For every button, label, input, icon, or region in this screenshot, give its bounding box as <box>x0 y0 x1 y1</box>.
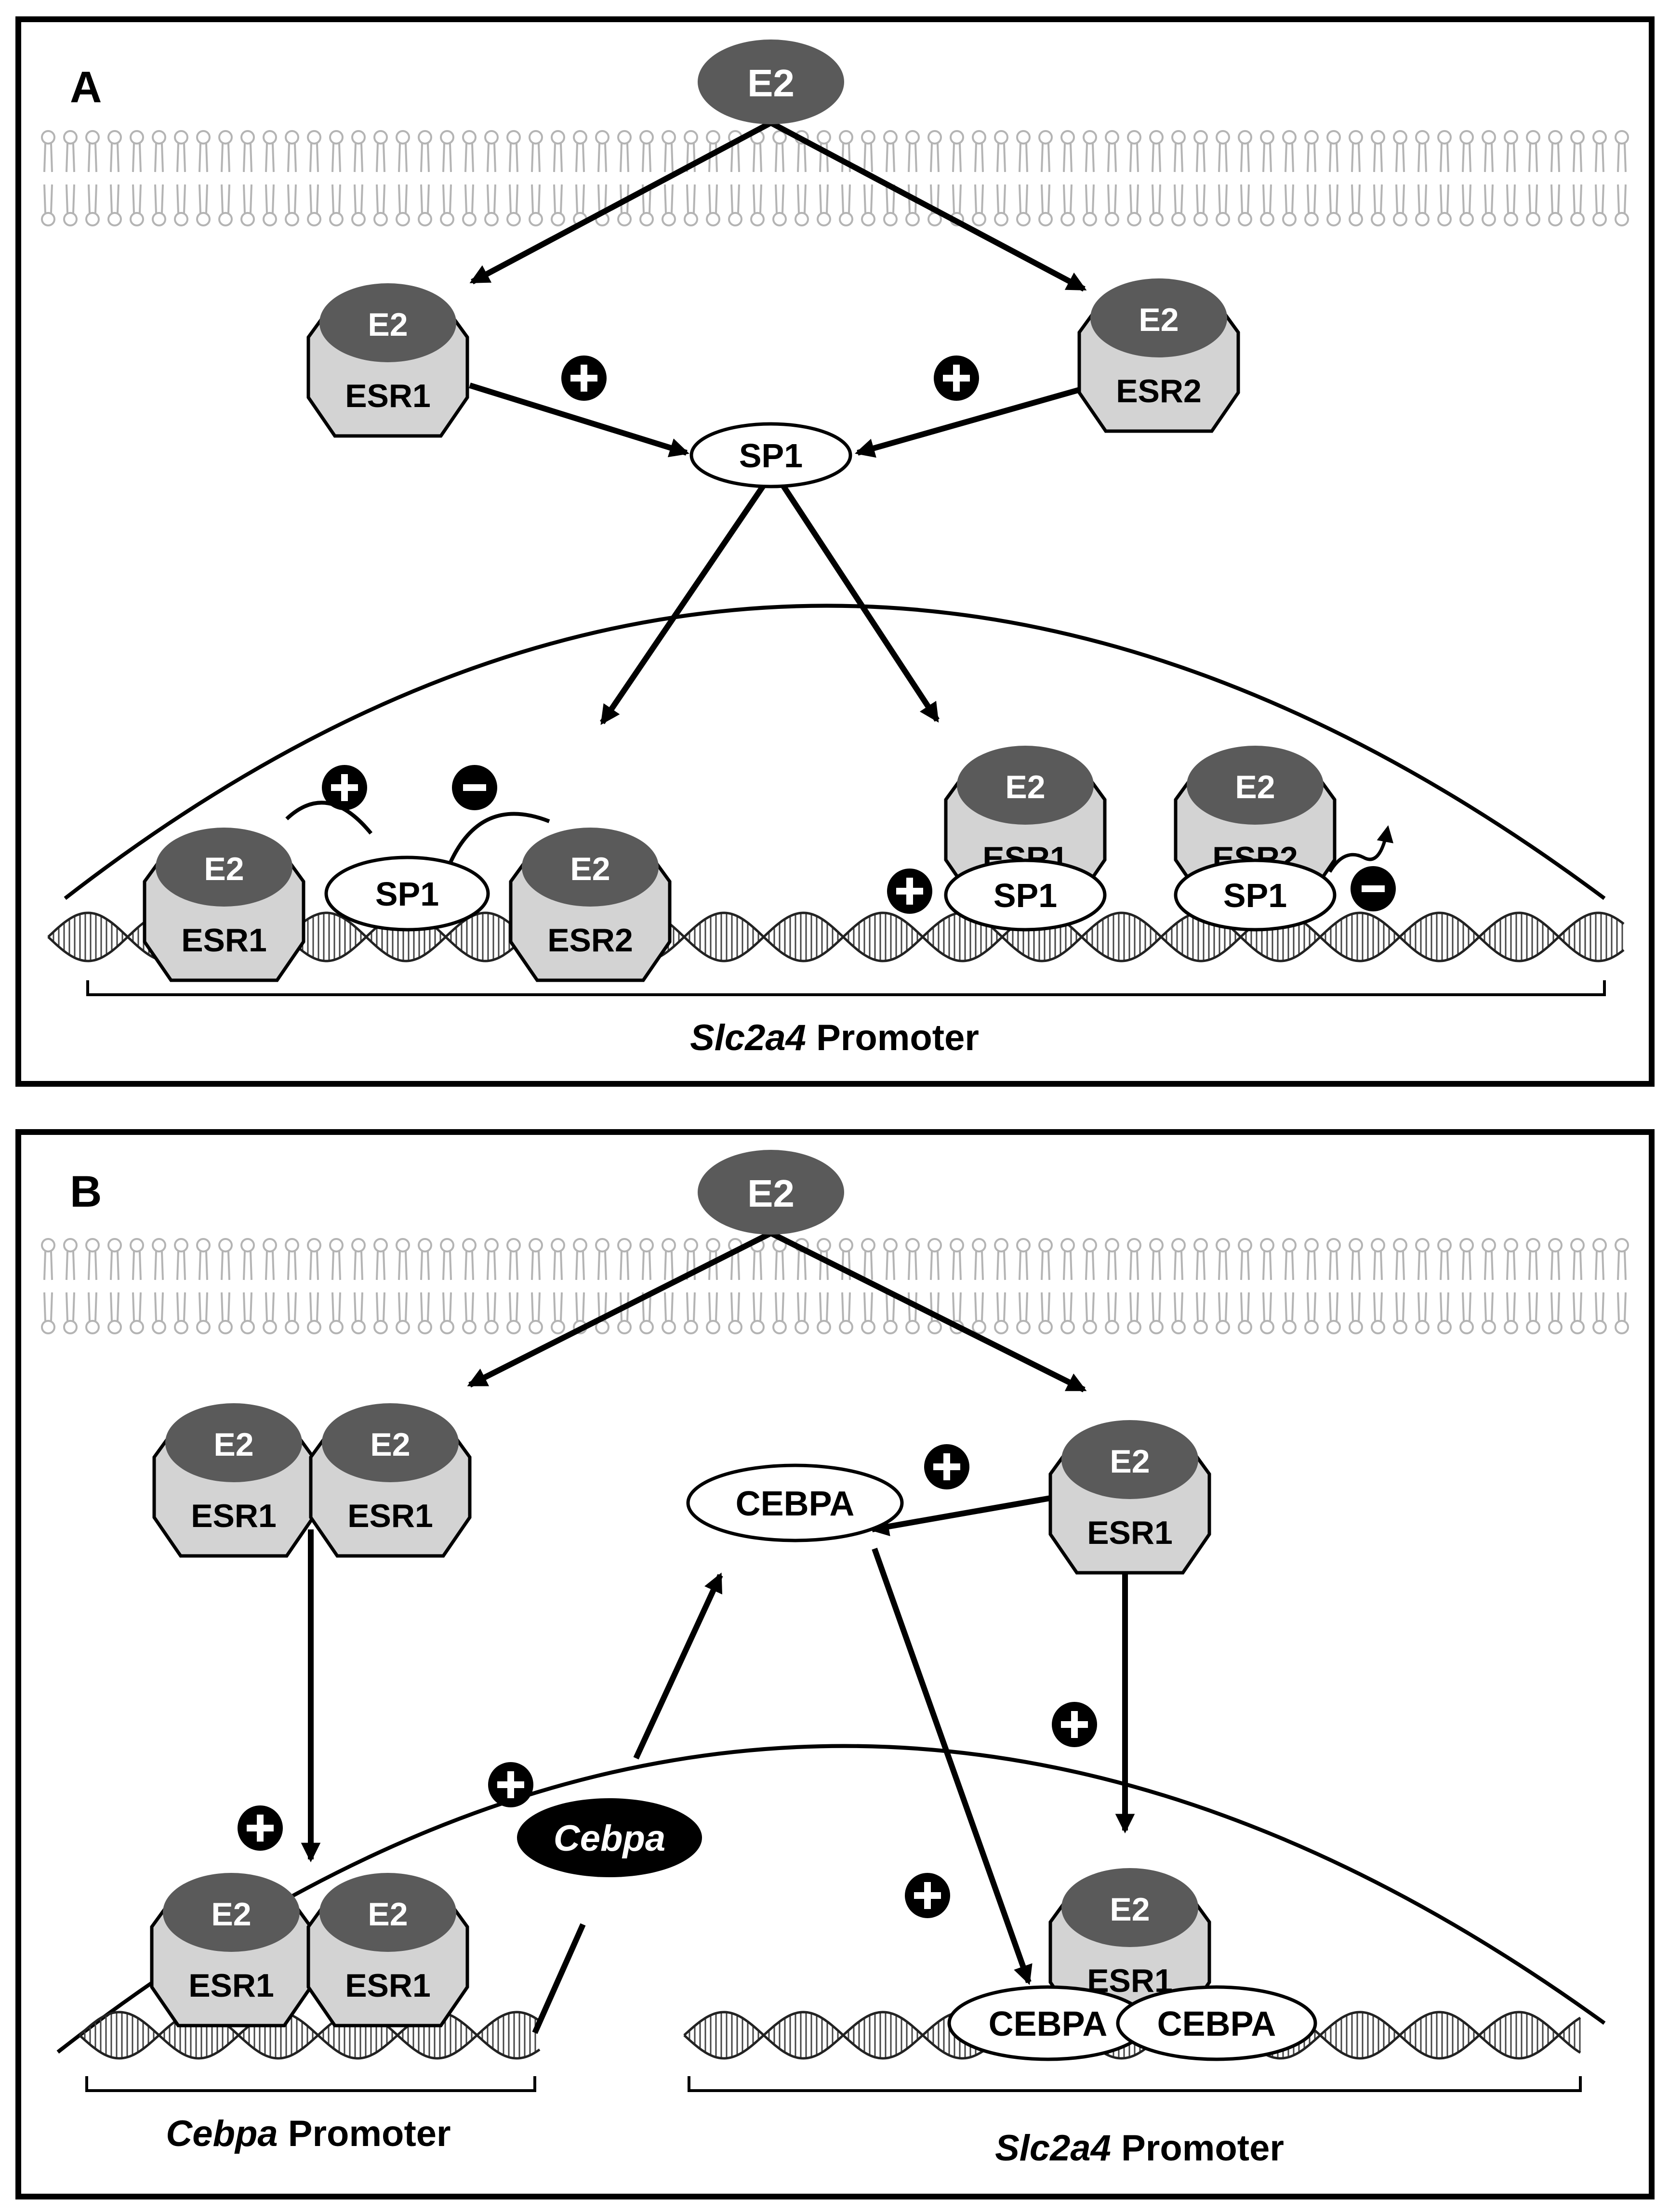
cebpa-protein-dna: CEBPA <box>947 1985 1149 2061</box>
promoter-bracket <box>86 980 1606 996</box>
e2-label: E2 <box>1139 302 1179 338</box>
panel-b: B E2 E2 ESR1 E2 ESR1 <box>15 1129 1655 2199</box>
gene-name: Cebpa <box>166 2113 278 2154</box>
nucleus-envelope <box>56 1744 1606 2054</box>
e2-label: E2 <box>368 1896 408 1933</box>
sp1-label: SP1 <box>993 877 1057 914</box>
sp1-protein-dna: SP1 <box>324 856 490 932</box>
esr1-e2-complex: E2 ESR1 <box>1048 1420 1211 1575</box>
e2-label: E2 <box>370 1426 410 1463</box>
minus-sign <box>452 765 497 810</box>
slc2a4-promoter-bracket <box>688 2076 1582 2092</box>
plus-sign <box>1052 1702 1097 1747</box>
esr1-label: ESR1 <box>188 1967 274 2004</box>
e2-label: E2 <box>747 1172 795 1215</box>
e2-ligand: E2 <box>698 1150 844 1235</box>
slc2a4-promoter-label: Slc2a4 Promoter <box>995 2128 1284 2169</box>
arrow-e2-to-esr1 <box>469 120 772 285</box>
sp1-protein: SP1 <box>689 422 852 488</box>
e2-label: E2 <box>213 1426 253 1463</box>
esr1-label: ESR1 <box>347 1498 433 1534</box>
cell-membrane <box>41 130 1629 226</box>
sp1-protein-dna: SP1 <box>1174 858 1337 932</box>
esr1-label: ESR1 <box>345 1967 431 2004</box>
arrow-sp1-to-right-complex <box>778 480 940 723</box>
e2-label: E2 <box>1110 1443 1150 1480</box>
arrow-e2-to-esr1 <box>769 1230 1087 1393</box>
arrow-e2-to-esr1-dimer <box>467 1230 772 1388</box>
arrow-cebpa-to-slc2a4-promoter <box>872 1547 1033 1985</box>
slc2a4-promoter-label: Slc2a4 Promoter <box>690 1017 979 1058</box>
panel-b-border <box>15 1129 1655 2199</box>
esr1-e2-complex-dna: E2 ESR1 <box>150 1873 313 2028</box>
arrow-esr1-to-cebpa <box>869 1495 1051 1537</box>
e2-label: E2 <box>1005 769 1045 805</box>
interaction-line <box>449 812 550 863</box>
e2-label: E2 <box>204 851 244 887</box>
plus-sign <box>322 765 367 810</box>
dna-helix <box>79 2011 541 2060</box>
cebpa-protein-dna: CEBPA <box>1116 1985 1317 2061</box>
esr2-e2-complex-dna: E2 ESR2 <box>509 828 672 982</box>
esr1-e2-complex: E2 ESR1 <box>306 283 469 438</box>
plus-sign <box>238 1805 283 1851</box>
e2-label: E2 <box>368 306 408 343</box>
cell-membrane <box>41 1238 1629 1334</box>
e2-label: E2 <box>1235 769 1275 805</box>
nucleus-envelope <box>64 604 1606 900</box>
plus-sign <box>561 356 607 401</box>
sp1-label: SP1 <box>1223 877 1287 914</box>
panel-a: A E2 E2 ESR1 E2 ESR2 <box>15 16 1655 1087</box>
arrow-e2-to-esr2 <box>769 120 1087 292</box>
sp1-protein-dna: SP1 <box>944 858 1107 932</box>
plus-sign <box>887 869 932 914</box>
e2-label: E2 <box>747 62 795 105</box>
e2-label: E2 <box>1110 1891 1150 1928</box>
transcription-arrow <box>1328 825 1394 873</box>
cebpa-promoter-bracket <box>85 2076 536 2092</box>
minus-sign <box>1351 866 1396 911</box>
esr2-e2-complex: E2 ESR2 <box>1077 278 1240 433</box>
e2-label: E2 <box>211 1896 251 1933</box>
arrow-sp1-to-left-complex <box>600 480 768 725</box>
esr1-e2-complex: E2 ESR1 <box>152 1403 315 1558</box>
esr1-e2-complex: E2 ESR1 <box>309 1403 472 1558</box>
plus-sign <box>905 1873 950 1918</box>
cebpa-label: CEBPA <box>1157 2005 1276 2043</box>
gene-name: Slc2a4 <box>690 1017 806 1058</box>
panel-b-label: B <box>70 1167 102 1216</box>
cebpa-promoter-label: Cebpa Promoter <box>166 2113 450 2154</box>
cebpa-label: CEBPA <box>736 1485 855 1523</box>
cebpa-label: CEBPA <box>989 2005 1108 2043</box>
cebpa-mrna-label: Cebpa <box>554 1818 665 1859</box>
esr1-label: ESR1 <box>191 1498 277 1534</box>
sp1-label: SP1 <box>739 437 803 474</box>
e2-label: E2 <box>570 851 610 887</box>
cebpa-mrna: Cebpa <box>517 1798 702 1877</box>
esr1-label: ESR1 <box>181 922 267 959</box>
line-promoter-to-mrna <box>532 1923 586 2034</box>
gene-name: Slc2a4 <box>995 2128 1111 2169</box>
arrow-esr2-to-sp1 <box>855 385 1087 458</box>
arrow-mrna-to-cebpa <box>633 1572 723 1760</box>
esr1-label: ESR1 <box>345 378 431 414</box>
panel-a-label: A <box>70 63 102 112</box>
esr1-e2-complex-dna: E2 ESR1 <box>306 1873 469 2028</box>
promoter-word: Promoter <box>1121 2128 1284 2169</box>
esr2-label: ESR2 <box>547 922 633 959</box>
plus-sign <box>934 356 979 401</box>
plus-sign <box>924 1444 969 1489</box>
sp1-label: SP1 <box>375 875 439 913</box>
promoter-word: Promoter <box>816 1017 979 1058</box>
esr1-e2-complex-dna: E2 ESR1 <box>143 828 305 982</box>
esr2-label: ESR2 <box>1116 373 1202 409</box>
cebpa-protein: CEBPA <box>686 1463 904 1542</box>
promoter-word: Promoter <box>288 2113 451 2154</box>
plus-sign <box>488 1762 533 1807</box>
arrow-esr1-to-sp1 <box>469 382 689 458</box>
esr1-label: ESR1 <box>1087 1514 1173 1551</box>
e2-ligand: E2 <box>698 40 844 124</box>
